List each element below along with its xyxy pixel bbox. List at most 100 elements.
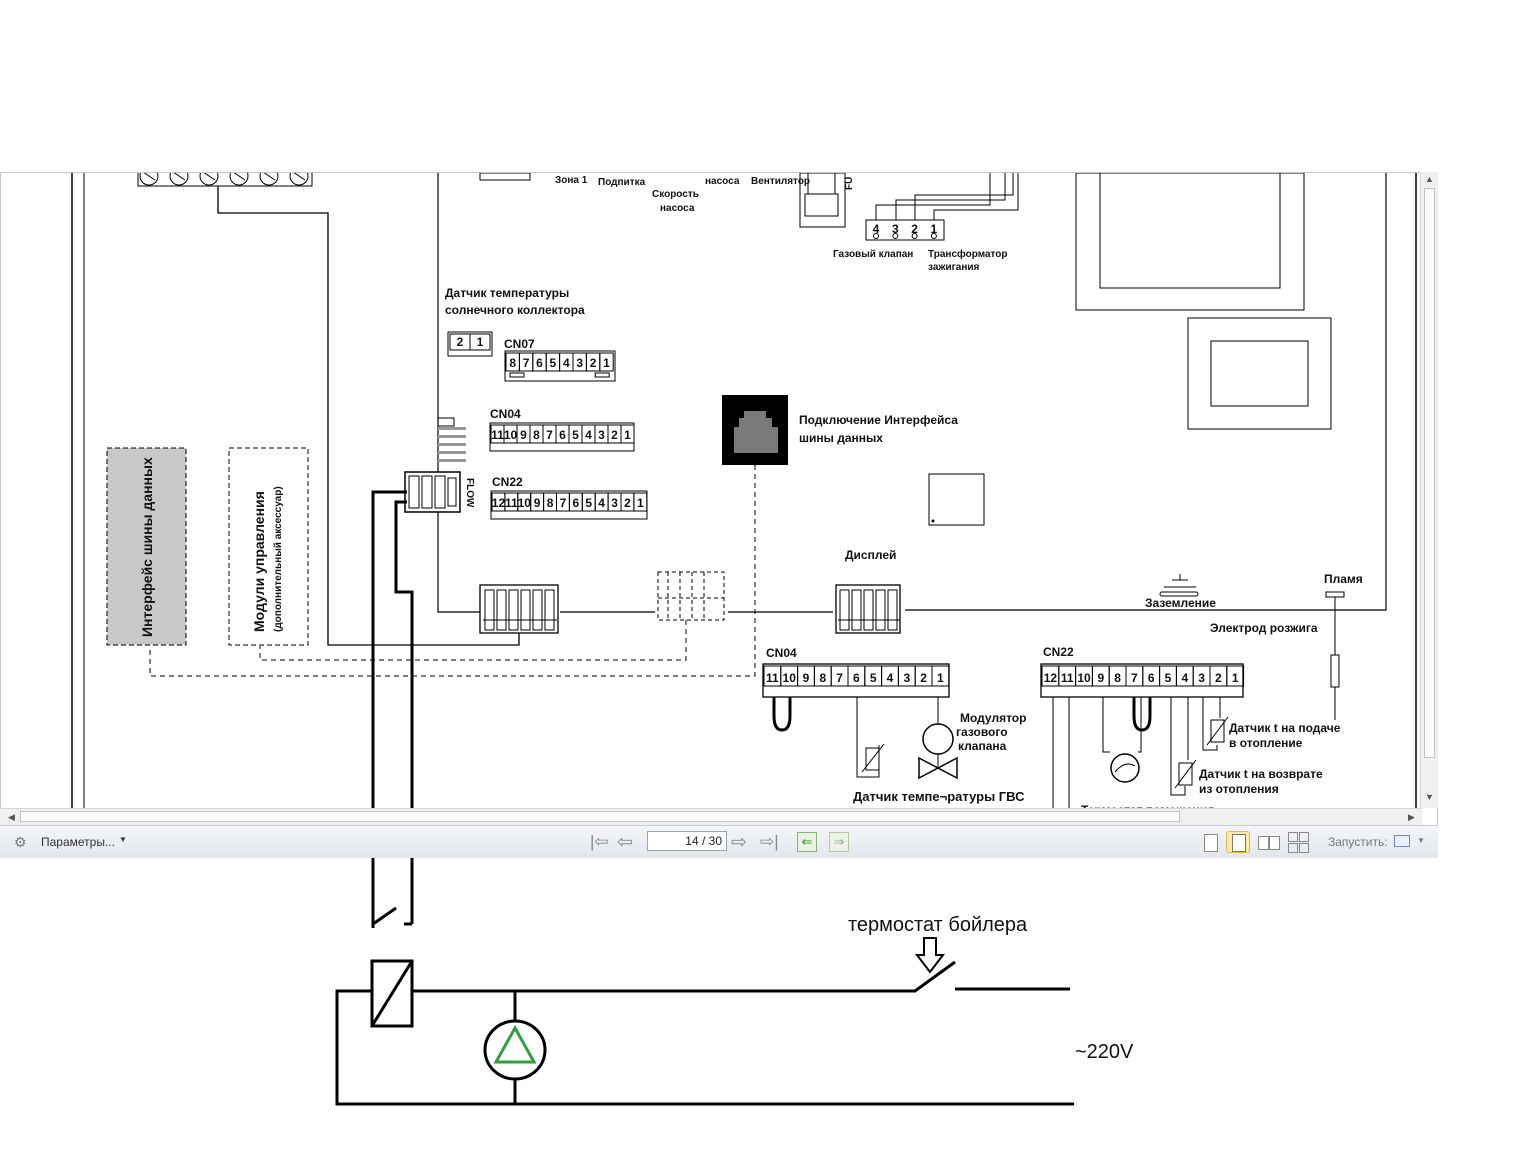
label-supply-sensor-2: в отопление [1229,736,1303,750]
cn22apins-pin: 7 [560,496,567,510]
cn22bpins-pin: 6 [1148,671,1155,685]
cn22apins-pin: 12 [492,496,506,510]
cn22bpins-pin: 1 [1232,671,1239,685]
cn07pins-pin: 3 [576,356,583,370]
back-view-icon[interactable]: ⇐ [797,832,817,852]
label-cn22-board: CN22 [492,475,523,489]
label-cn22-lower: CN22 [1043,645,1074,659]
label-boiler-thermostat: термостат бойлера [848,914,1028,936]
presentation-icon[interactable] [1394,835,1410,847]
cn04apins-pin: 1 [624,428,631,442]
scroll-right-icon[interactable]: ▶ [1408,812,1415,822]
cn04apins-pin: 9 [520,428,527,442]
cn22apins-pin: 3 [611,496,618,510]
gas-pin: 4 [873,222,880,236]
cn22apins-pin: 11 [505,496,518,510]
label-bus-connection-2: шины данных [799,431,883,445]
cn22apins-pin: 1 [637,496,644,510]
cn22bpins-pin: 10 [1077,671,1091,685]
label-electrode: Электрод розжига [1210,621,1318,635]
label-bus-connection: Подключение Интерфейса [799,413,958,427]
cn22bpins-pin: 8 [1114,671,1121,685]
first-page-icon[interactable]: |⇦ [590,832,609,851]
bus-interface-jack [722,395,788,465]
label-zone1: Зона 1 [555,175,588,186]
grid-view-icon[interactable] [1286,831,1310,853]
cn07pins-pin: 6 [536,356,543,370]
hand-drawn-wiring [335,490,1074,1106]
cn07pins-pin: 1 [603,356,610,370]
solarpins-pin: 1 [477,335,484,349]
page-total: 30 [708,834,722,848]
page-current: 14 [685,834,699,848]
launch-dropdown-icon[interactable]: ▼ [1417,836,1425,845]
params-menu-button[interactable]: Параметры... [41,835,115,849]
cn04apins-pin: 3 [598,428,605,442]
cn04apins-pin: 6 [559,428,566,442]
cn22apins-pin: 4 [598,496,605,510]
scroll-left-icon[interactable]: ◀ [8,812,15,822]
continuous-view-icon[interactable] [1226,831,1250,853]
label-flame: Пламя [1324,572,1363,586]
ground-symbol [1159,574,1199,597]
two-page-view-icon[interactable] [1256,831,1280,853]
cn07pins-pin: 4 [563,356,570,370]
horizontal-scroll-thumb[interactable] [20,811,1180,822]
label-flow: FLOW [464,478,475,508]
cn04apins-pin: 10 [504,428,518,442]
cn04bpins-pin: 3 [903,671,910,685]
cn04apins-pin: 5 [572,428,579,442]
gear-icon[interactable]: ⚙ [14,834,27,850]
top-terminal-block [137,173,313,187]
cn22apins-pin: 2 [624,496,631,510]
flow-switch-connector: FLOW [404,471,475,513]
solarpins-pin: 2 [457,335,464,349]
launch-label: Запустить: [1328,835,1388,849]
label-room-thermostat-partial: Термостат помещения [1081,803,1214,817]
chevron-down-icon[interactable]: ▼ [119,835,127,844]
cn04apins-pin: 7 [546,428,553,442]
last-page-icon[interactable]: ⇨| [760,832,779,851]
arrow-down-icon [914,937,946,974]
cn22bpins-pin: 9 [1097,671,1104,685]
prev-page-icon[interactable]: ⇦ [617,832,633,853]
vertical-scroll-thumb[interactable] [1424,188,1435,758]
page-number-field[interactable]: 14 / 30 [647,831,727,851]
pdf-page-content: Зона 1 Подпитка Скорость насоса насоса В… [71,173,1417,817]
cn04bpins-pin: 10 [783,671,797,685]
scroll-up-icon[interactable]: ▲ [1425,174,1434,184]
label-return-sensor-2: из отопления [1199,782,1279,796]
single-page-view-icon[interactable] [1198,831,1222,853]
cn22bpins-pin: 3 [1198,671,1205,685]
gas-pin: 2 [911,222,918,236]
pump-triangle-icon [493,1024,537,1064]
vertical-scrollbar[interactable]: ▲ ▼ [1420,172,1438,808]
cn07pins-pin: 5 [550,356,557,370]
forward-view-icon[interactable]: ⇒ [829,832,849,852]
scroll-down-icon[interactable]: ▼ [1425,792,1434,802]
bottom-connector-left [479,584,559,634]
cn04bpins-pin: 9 [803,671,810,685]
label-gas-valve: Газовый клапан [833,249,913,260]
horizontal-scrollbar[interactable]: ◀ ▶ [0,808,1422,825]
cn07pins-pin: 8 [509,356,516,370]
cn22bpins-pin: 12 [1044,671,1058,685]
gas-pin: 3 [892,222,899,236]
label-cn04-board: CN04 [490,407,521,421]
cn04apins-pin: 8 [533,428,540,442]
cn22apins-pin: 8 [547,496,554,510]
viewer-toolbar: ⚙ Параметры... ▼ |⇦ ⇦ 14 / 30 ⇨ ⇨| ⇐ ⇒ З… [0,825,1438,858]
cn04apins-pin: 4 [585,428,592,442]
label-display: Дисплей [845,548,896,562]
cn04bpins-pin: 8 [819,671,826,685]
cn04bpins-pin: 4 [887,671,894,685]
label-dhw-sensor: Датчик темпе¬ратуры ГВС [853,789,1025,804]
next-page-icon[interactable]: ⇨ [731,832,747,853]
